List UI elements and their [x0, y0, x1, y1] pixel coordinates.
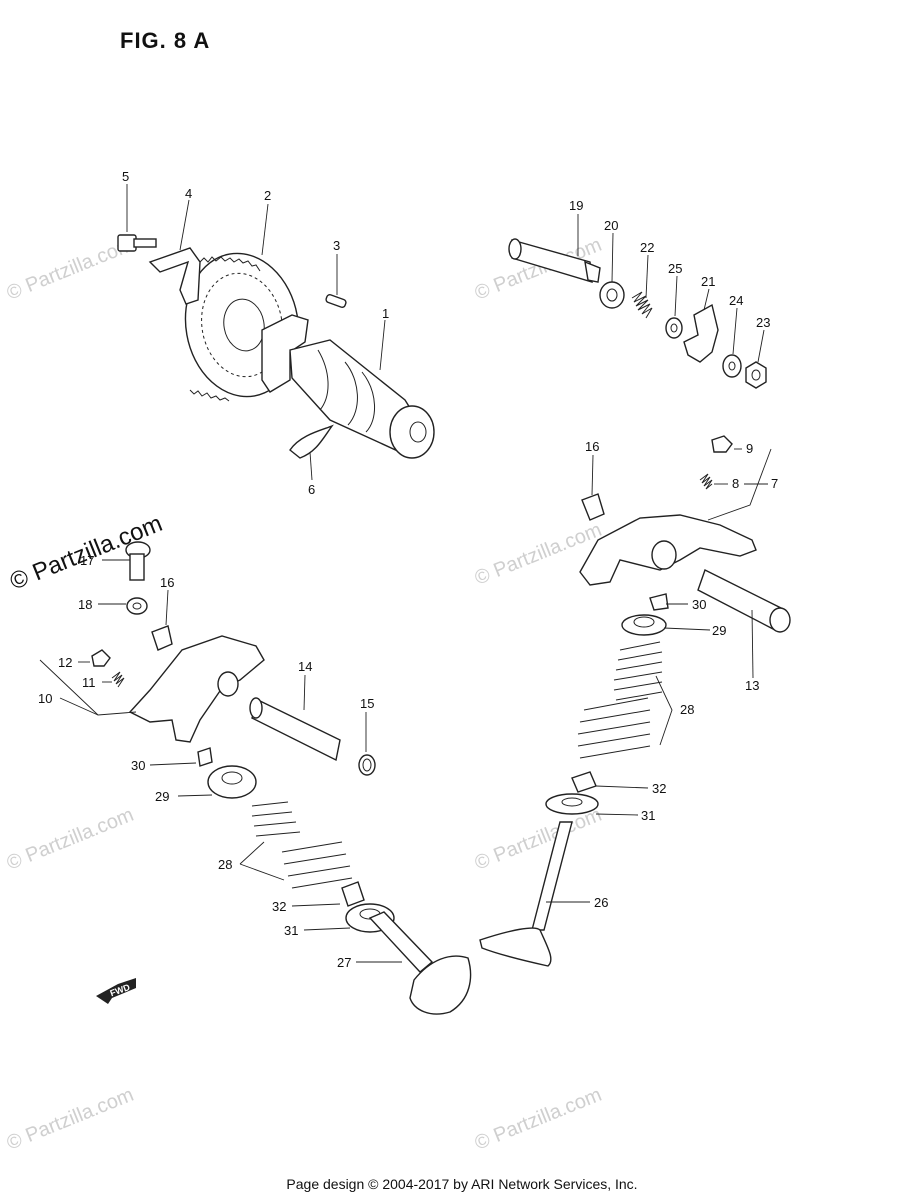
- callout-23: 23: [756, 315, 770, 330]
- spring-seat: [545, 793, 599, 815]
- callout-11: 11: [82, 675, 96, 690]
- callout-2: 2: [264, 188, 271, 203]
- figure-title: FIG. 8 A: [120, 28, 211, 53]
- decomp-lever: [683, 303, 719, 363]
- watermark: © Partzilla.com: [472, 1084, 605, 1155]
- valve-cotter: [649, 593, 669, 611]
- exhaust-valve: [479, 821, 573, 967]
- intake-valve: [368, 911, 472, 1015]
- callout-19: 19: [569, 198, 583, 213]
- callout-25: 25: [668, 261, 682, 276]
- callout-28: 28: [218, 857, 232, 872]
- callout-1: 1: [382, 306, 389, 321]
- valve-cotter: [197, 747, 213, 767]
- forward-arrow: FWD: [96, 978, 136, 1004]
- watermark: © Partzilla.com: [472, 804, 605, 875]
- callout-30: 30: [131, 758, 145, 773]
- callout-29: 29: [155, 789, 169, 804]
- retaining-clip: [289, 424, 334, 459]
- valve-springs: [251, 801, 353, 889]
- fwd-label: FWD: [109, 982, 132, 999]
- decomp-shaft: [508, 238, 601, 283]
- callout-5: 5: [122, 169, 129, 184]
- rocker-arm: [128, 635, 265, 743]
- rocker-shaft: [697, 569, 791, 633]
- callout-18: 18: [78, 597, 92, 612]
- callout-4: 4: [185, 186, 192, 201]
- shim: [151, 625, 173, 651]
- callout-6: 6: [308, 482, 315, 497]
- callout-20: 20: [604, 218, 618, 233]
- intake-rocker-assembly: [91, 541, 472, 1015]
- nut: [745, 361, 767, 389]
- callout-32: 32: [652, 781, 666, 796]
- callout-17: 17: [80, 553, 94, 568]
- adjusting-nut: [711, 435, 733, 453]
- washer: [722, 354, 742, 378]
- dowel-pin: [325, 293, 347, 309]
- camshaft-assembly: [117, 234, 435, 459]
- washer: [126, 597, 148, 615]
- spring-retainer: [621, 614, 667, 636]
- callout-10: 10: [38, 691, 52, 706]
- oil-seal: [571, 771, 597, 793]
- callout-14: 14: [298, 659, 312, 674]
- callout-26: 26: [594, 895, 608, 910]
- callout-30: 30: [692, 597, 706, 612]
- callout-15: 15: [360, 696, 374, 711]
- rocker-shaft: [249, 697, 341, 762]
- page-footer: Page design © 2004-2017 by ARI Network S…: [286, 1176, 638, 1192]
- callout-12: 12: [58, 655, 72, 670]
- callout-22: 22: [640, 240, 654, 255]
- callout-16: 16: [585, 439, 599, 454]
- adjusting-bolt: [125, 541, 151, 581]
- callout-32: 32: [272, 899, 286, 914]
- callout-29: 29: [712, 623, 726, 638]
- bolt: [117, 234, 157, 252]
- callout-28: 28: [680, 702, 694, 717]
- callout-31: 31: [641, 808, 655, 823]
- watermark: © Partzilla.com: [4, 1084, 137, 1155]
- watermark: © Partzilla.com: [4, 804, 137, 875]
- valve-springs: [577, 641, 663, 759]
- callout-8: 8: [732, 476, 739, 491]
- callout-7: 7: [771, 476, 778, 491]
- spring: [631, 291, 653, 319]
- callout-9: 9: [746, 441, 753, 456]
- o-ring: [358, 754, 376, 776]
- exhaust-rocker-assembly: [479, 435, 791, 967]
- camshaft: [289, 339, 435, 459]
- decomp-assembly: [508, 238, 767, 389]
- adjusting-screw: [111, 671, 125, 688]
- watermark: © Partzilla.com: [4, 234, 137, 305]
- callout-24: 24: [729, 293, 743, 308]
- callout-27: 27: [337, 955, 351, 970]
- callout-3: 3: [333, 238, 340, 253]
- shim: [581, 493, 605, 521]
- lock-plate: [148, 247, 201, 305]
- washer: [665, 317, 683, 339]
- callout-labels: 1 2 3 4 5 6 19 20 22 25 21 24 23 9 8 7 1…: [38, 169, 778, 970]
- spring-retainer: [207, 765, 257, 799]
- callout-16: 16: [160, 575, 174, 590]
- callout-13: 13: [745, 678, 759, 693]
- oil-seal: [599, 281, 625, 309]
- adjusting-screw: [699, 473, 713, 490]
- oil-seal: [341, 881, 365, 907]
- callout-31: 31: [284, 923, 298, 938]
- adjusting-nut: [91, 649, 111, 667]
- leader-lines: [39, 184, 772, 963]
- callout-21: 21: [701, 274, 715, 289]
